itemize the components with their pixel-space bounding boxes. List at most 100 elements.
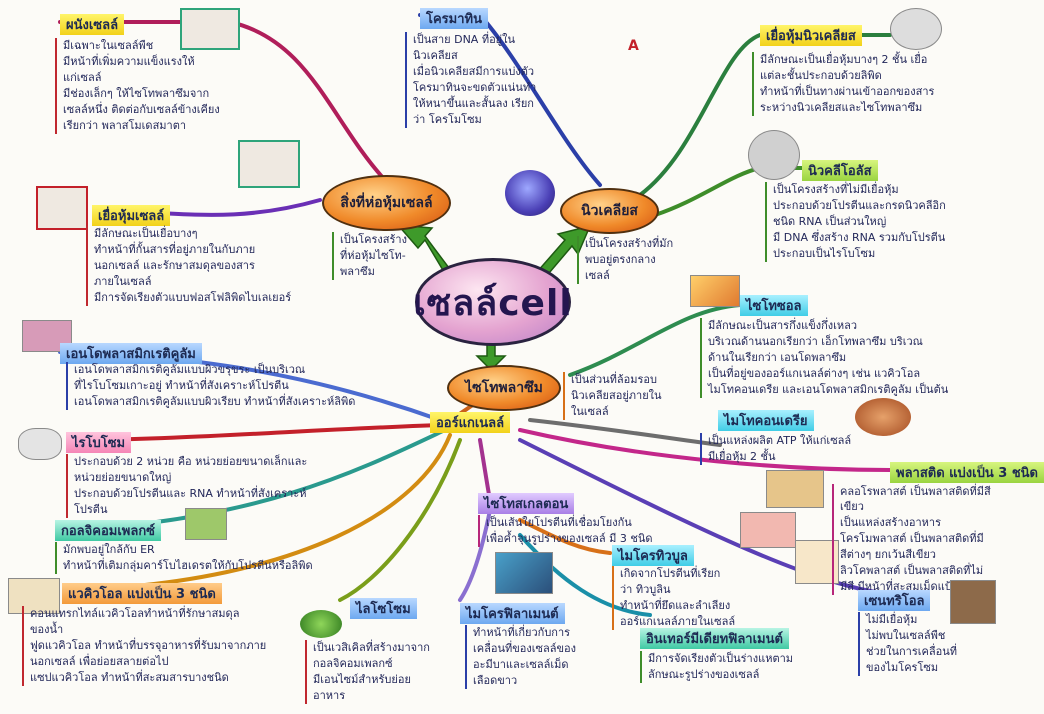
cytoplasm-note: เป็นส่วนที่ล้อมรอบ นิวเคลียสอยู่ภายใน ใน… [563,372,662,420]
nucleolus-diagram [748,130,800,180]
mitochondria-title: ไมโทคอนเดรีย [718,410,814,431]
note-line: โครโมพลาสต์ เป็นพลาสติดที่มี [840,532,984,545]
note-line: ทำหน้าที่เกี่ยวกับการ [473,626,571,639]
note-line: เป็นโครงสร้าง [340,233,407,246]
note-line: แก่เซลล์ [63,71,102,84]
note-line: ภายในเซลล์ [94,275,152,288]
chromoplast-diagram [740,512,796,548]
cell-membrane-oval: สิ่งที่ห่อหุ้มเซลล์ [322,175,451,231]
note-line: มีเอนไซม์สำหรับย่อย [313,673,411,686]
note-line: ทำหน้าที่เติมกลุ่มคาร์โบไฮเดรตให้กับโปรต… [63,559,313,572]
cell-mind-map: เซลล์cell สิ่งที่ห่อหุ้มเซลล์ นิวเคลียส … [8,8,1044,704]
note-line: มีเยื่อหุ้ม 2 ชั้น [708,450,776,463]
note-line: มีการจัดเรียงตัวแบบฟอสโฟลิพิดไบเลเยอร์ [94,291,292,304]
note-line: พบอยู่ตรงกลาง [585,253,656,266]
note-line: ประกอบด้วยโปรตีนและ RNA ทำหน้าที่สังเครา… [74,487,307,500]
cytosol-title: ไซโทซอล [740,295,808,316]
cell-wall-title: ผนังเซลล์ [60,14,125,35]
note-line: มีสี มีหน้าที่สะสมเม็ดแป้ง [840,580,958,593]
note-line: มีช่องเล็กๆ ให้ไซโทพลาซึมจาก [63,87,210,100]
branch-lysosome [338,438,462,602]
note-line: เป็นแหล่งผลิต ATP ให้แก่เซลล์ [708,434,852,447]
microfilament-note: ทำหน้าที่เกี่ยวกับการ เคลื่อนที่ของเซลล์… [465,625,633,689]
note-line: เอนโดพลาสมิกเรติคูลัมแบบผิวเรียบ ทำหน้าท… [74,395,356,408]
note-line: ประกอบด้วย 2 หน่วย คือ หน่วยย่อยขนาดเล็ก… [74,455,308,468]
note-line: โปรตีน [74,503,108,516]
golgi-title: กอลจิคอมเพลกซ์ [55,520,162,541]
golgi-note: มักพบอยู่ใกล้กับ ER ทำหน้าที่เติมกลุ่มคา… [55,542,383,574]
note-line: เซลล์ [585,269,610,282]
chromatin-title: โครมาทิน [420,8,488,29]
note-line: ทำหน้าที่เป็นทางผ่านเข้าออกของสาร [760,85,935,98]
vacuole-title: แวคิวโอล แบ่งเป็น 3 ชนิด [62,583,222,604]
ribosome-title: ไรโบโซม [66,432,132,453]
note-line: มีเฉพาะในเซลล์พืช [63,39,154,52]
note-line: มีลักษณะเป็นเยื่อบางๆ [94,227,198,240]
centriole-title: เซนทริโอล [858,590,931,611]
ribosome-diagram [18,428,62,460]
nucleolus-title: นิวคลีโอลัส [802,160,878,181]
organelles-label: ออร์แกเนลล์ [430,412,511,433]
membrane-note: มีลักษณะเป็นเยื่อบางๆ ทำหน้าที่กั้นสารที… [86,226,394,306]
note-line: ทำหน้าที่ยึดและลำเลียง [620,599,731,612]
plastid-note: คลอโรพลาสต์ เป็นพลาสติดที่มีสีเขียว เป็น… [832,484,1008,595]
branch-intermediate [518,533,652,617]
membrane-title: เยื่อหุ้มเซลล์ [92,205,171,226]
branch-lines [58,13,902,617]
center-title: เซลล์cell [413,258,572,346]
microfilament-title: ไมโครฟิลาเมนต์ [460,603,565,624]
note-line: เคลื่อนที่ของเซลล์ของ [473,642,576,655]
note-line: เป็นแหล่งสร้างอาหาร [840,516,942,529]
note-line: ชนิด RNA เป็นส่วนใหญ่ [773,215,887,228]
note-line: แต่ละชั้นประกอบด้วยลิพิด [760,69,882,82]
note-line: ทำหน้าที่กั้นสารที่อยู่ภายในกับภาย [94,243,256,256]
er-title: เอนโดพลาสมิกเรติคูลัม [60,343,202,364]
note-line: ด้านในเรียกว่า เอนโดพลาซึม [708,351,847,364]
branch-chromatin [418,13,602,187]
chloroplast-diagram [766,470,824,508]
note-line: นิวเคลียสอยู่ภายใน [571,389,662,402]
note-line: มีหน้าที่เพิ่มความแข็งแรงให้ [63,55,195,68]
note-line: ของน้ำ [30,623,64,636]
branch-centriole [518,438,902,597]
note-line: มี DNA ซึ่งสร้าง RNA รวมกับโปรตีน [773,231,946,244]
chromatin-note: เป็นสาย DNA ที่อยู่ใน นิวเคลียส เมื่อนิว… [405,32,593,128]
teacher-signature: A [628,38,639,54]
nuclear-envelope-note: มีลักษณะเป็นเยื่อหุ้มบางๆ 2 ชั้น เยื่อ แ… [752,52,1000,116]
note-line: ให้หนาขึ้นและสั้นลง เรียก [413,97,534,110]
branch-cell-wall [58,20,387,182]
note-line: พลาซึม [340,265,375,278]
lysosome-title: ไลโซโซม [350,598,417,619]
membrane-diagram [36,186,88,230]
leucoplast-diagram [795,540,839,584]
er-note: เอนโดพลาสมิกเรติคูลัมแบบผิวขรุขระ เป็นบร… [66,362,414,410]
note-line: นอกเซลล์ เพื่อย่อยสลายต่อไป [30,655,169,668]
note-line: เป็นเวสิเคิลที่สร้างมาจาก [313,641,430,654]
note-line: อาหาร [313,689,346,702]
note-line: ในเซลล์ [571,405,609,418]
microtubule-title: ไมโครทิวบูล [612,545,694,566]
mitochondria-note: เป็นแหล่งผลิต ATP ให้แก่เซลล์ มีเยื่อหุ้… [700,433,888,465]
note-line: เซลล์หนึ่ง ติดต่อกับเซลล์ข้างเคียง [63,103,220,116]
note-line: เอนโดพลาสมิกเรติคูลัมแบบผิวขรุขระ เป็นบร… [74,363,306,376]
note-line: โครมาทินจะขดตัวแน่นทำ [413,81,537,94]
golgi-diagram [185,508,227,540]
note-line: ประกอบด้วยโปรตีนและกรดนิวคลีอิก [773,199,946,212]
note-line: นิวเคลียส [413,49,458,62]
nucleus-illustration [505,170,555,216]
branch-mitochondria [528,418,722,447]
note-line: มีลักษณะเป็นเยื่อหุ้มบางๆ 2 ชั้น เยื่อ [760,53,928,66]
cytosol-diagram [690,275,740,307]
note-line: ที่ไรโบโซมเกาะอยู่ ทำหน้าที่สังเคราะห์โป… [74,379,289,392]
note-line: ไม่มีเยื่อหุ้ม [866,613,918,626]
microtubule-note: เกิดจากโปรตีนที่เรียก ว่า ทิวบูลิน ทำหน้… [612,566,800,630]
note-line: ลิวโคพลาสต์ เป็นพลาสติดที่ไม่ [840,564,984,577]
branch-vacuole [78,433,452,592]
nucleus-oval: นิวเคลียส [560,188,659,234]
branch-nuclear-env [638,33,892,197]
note-line: แซปแวคิวโอล ทำหน้าที่สะสมสารบางชนิด [30,671,229,684]
note-line: สีต่างๆ ยกเว้นสีเขียว [840,548,936,561]
cytoskeleton-note: เป็นเส้นใยโปรตีนที่เชื่อมโยงกัน เพื่อค้ำ… [478,515,686,547]
vacuole-note: คอนแทรกไทล์แวคิวโอลทำหน้าที่รักษาสมดุล ข… [22,606,305,686]
branch-microfilament [458,508,492,602]
